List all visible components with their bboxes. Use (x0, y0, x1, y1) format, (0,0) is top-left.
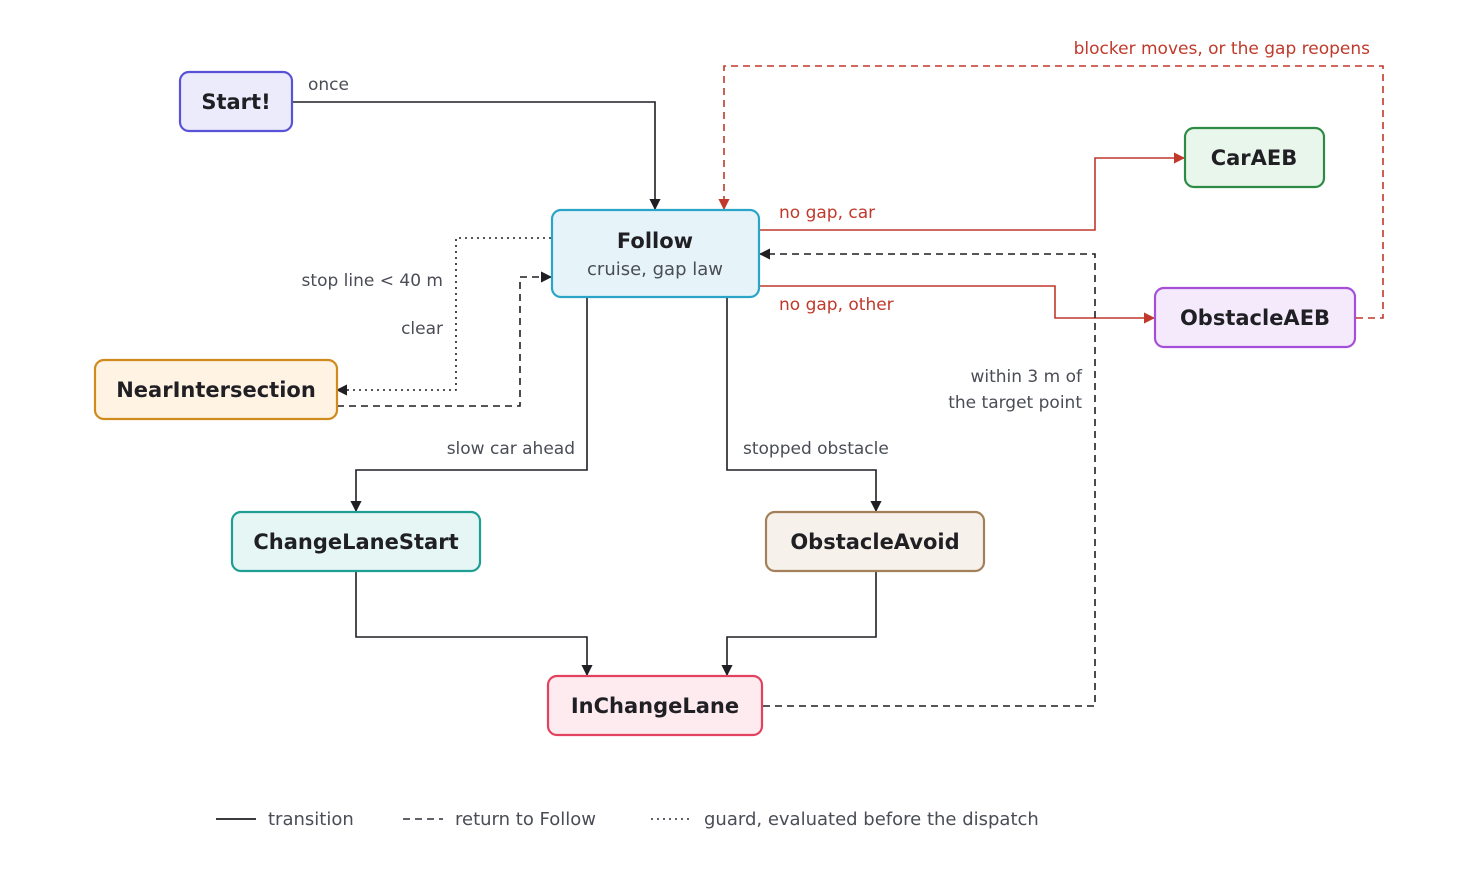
edge-obstacleavoid-inchangelane (721, 572, 877, 677)
edge-follow-caraeb (760, 152, 1186, 231)
legend-return-label: return to Follow (455, 809, 596, 830)
edge-obstacleaeb-follow (718, 65, 1384, 319)
node-start-title: Start! (201, 90, 270, 114)
label-no-gap-car: no gap, car (779, 203, 875, 223)
node-follow-box (550, 208, 761, 299)
node-near-intersection-title: NearIntersection (116, 378, 316, 402)
node-obstacle-aeb: ObstacleAEB (1153, 286, 1357, 349)
edge-follow-obstacleavoid (726, 298, 882, 513)
node-in-change-lane: InChangeLane (546, 674, 764, 737)
node-obstacle-aeb-box (1153, 286, 1357, 349)
node-near-intersection: NearIntersection (93, 358, 339, 421)
edge-changelanestart-inchangelane (355, 572, 593, 677)
label-stop-line: stop line < 40 m (302, 271, 443, 291)
label-once: once (308, 75, 349, 95)
edge-follow-nearintersection (335, 237, 551, 396)
edge-inchangelane-follow (758, 248, 1096, 707)
node-change-lane-start: ChangeLaneStart (230, 510, 482, 573)
node-car-aeb-box (1183, 126, 1326, 189)
legend: transition return to Follow guard, evalu… (216, 809, 1039, 830)
edge-start-follow (292, 101, 661, 211)
node-in-change-lane-box (546, 674, 764, 737)
node-car-aeb-title: CarAEB (1211, 146, 1298, 170)
legend-transition-label: transition (268, 809, 354, 830)
node-car-aeb: CarAEB (1183, 126, 1326, 189)
node-near-intersection-box (93, 358, 339, 421)
label-no-gap-other: no gap, other (779, 295, 894, 315)
label-clear: clear (401, 319, 443, 339)
node-start-box (178, 70, 294, 133)
node-in-change-lane-title: InChangeLane (571, 694, 739, 718)
label-slow-car: slow car ahead (447, 439, 575, 459)
label-within-1: within 3 m of (970, 367, 1083, 387)
legend-guard-label: guard, evaluated before the dispatch (704, 809, 1039, 830)
node-follow-title: Follow (617, 229, 693, 253)
edge-nearintersection-follow (337, 271, 553, 407)
node-obstacle-avoid: ObstacleAvoid (764, 510, 986, 573)
node-obstacle-avoid-box (764, 510, 986, 573)
label-within-2: the target point (948, 393, 1082, 413)
label-stopped-obstacle: stopped obstacle (743, 439, 889, 459)
node-obstacle-aeb-title: ObstacleAEB (1180, 306, 1330, 330)
edge-follow-changelanestart (350, 298, 588, 513)
edge-follow-obstacleaeb (760, 285, 1156, 324)
node-change-lane-start-box (230, 510, 482, 573)
node-change-lane-start-title: ChangeLaneStart (253, 530, 458, 554)
node-follow: Follow cruise, gap law (550, 208, 761, 299)
node-obstacle-avoid-title: ObstacleAvoid (790, 530, 959, 554)
node-follow-subtitle: cruise, gap law (587, 259, 723, 280)
label-blocker: blocker moves, or the gap reopens (1074, 39, 1370, 59)
node-start: Start! (178, 70, 294, 133)
